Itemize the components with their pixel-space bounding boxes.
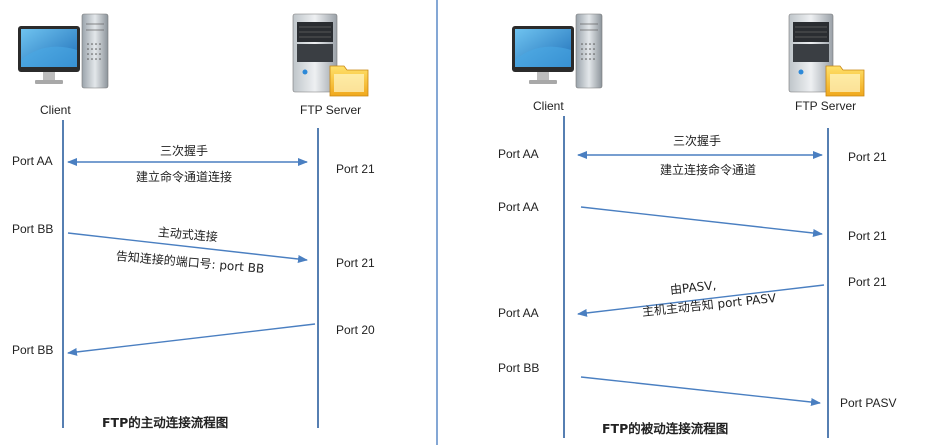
client-label: Client <box>533 99 564 113</box>
port-21-label: Port 21 <box>848 275 887 289</box>
port-21-label: Port 21 <box>336 162 375 176</box>
client-label: Client <box>40 103 71 117</box>
arrow-data-connect <box>580 376 821 407</box>
port-21-label: Port 21 <box>848 150 887 164</box>
diagram-title: FTP的被动连接流程图 <box>602 421 729 436</box>
arrow-pasv-reply <box>577 284 825 317</box>
port-bb-label: Port BB <box>12 343 54 357</box>
port-aa-label: Port AA <box>498 147 539 161</box>
ftp-server-icon <box>788 13 865 97</box>
diagram-title: FTP的主动连接流程图 <box>102 415 229 430</box>
client-computer-icon <box>18 13 109 89</box>
port-pasv-label: Port PASV <box>840 396 897 410</box>
port-21-label: Port 21 <box>336 256 375 270</box>
arrow-data-return <box>67 323 316 356</box>
port-21-label: Port 21 <box>848 229 887 243</box>
ftp-server-icon <box>292 13 369 97</box>
command-channel-label: 建立命令通道连接 <box>136 170 233 184</box>
port-aa-label: Port AA <box>498 306 539 320</box>
client-computer-icon <box>512 13 603 89</box>
port-bb-label: Port BB <box>12 222 54 236</box>
port-aa-label: Port AA <box>498 200 539 214</box>
command-channel-label: 建立连接命令通道 <box>660 163 757 177</box>
port-bb-label: Port BB <box>498 361 540 375</box>
handshake-label: 三次握手 <box>673 134 722 148</box>
server-label: FTP Server <box>795 99 857 113</box>
server-label: FTP Server <box>300 103 362 117</box>
port-20-label: Port 20 <box>336 323 375 337</box>
arrow-active-connect <box>67 232 308 263</box>
arrow-client-to-server <box>580 206 823 237</box>
handshake-label: 三次握手 <box>160 144 209 158</box>
port-aa-label: Port AA <box>12 154 53 168</box>
